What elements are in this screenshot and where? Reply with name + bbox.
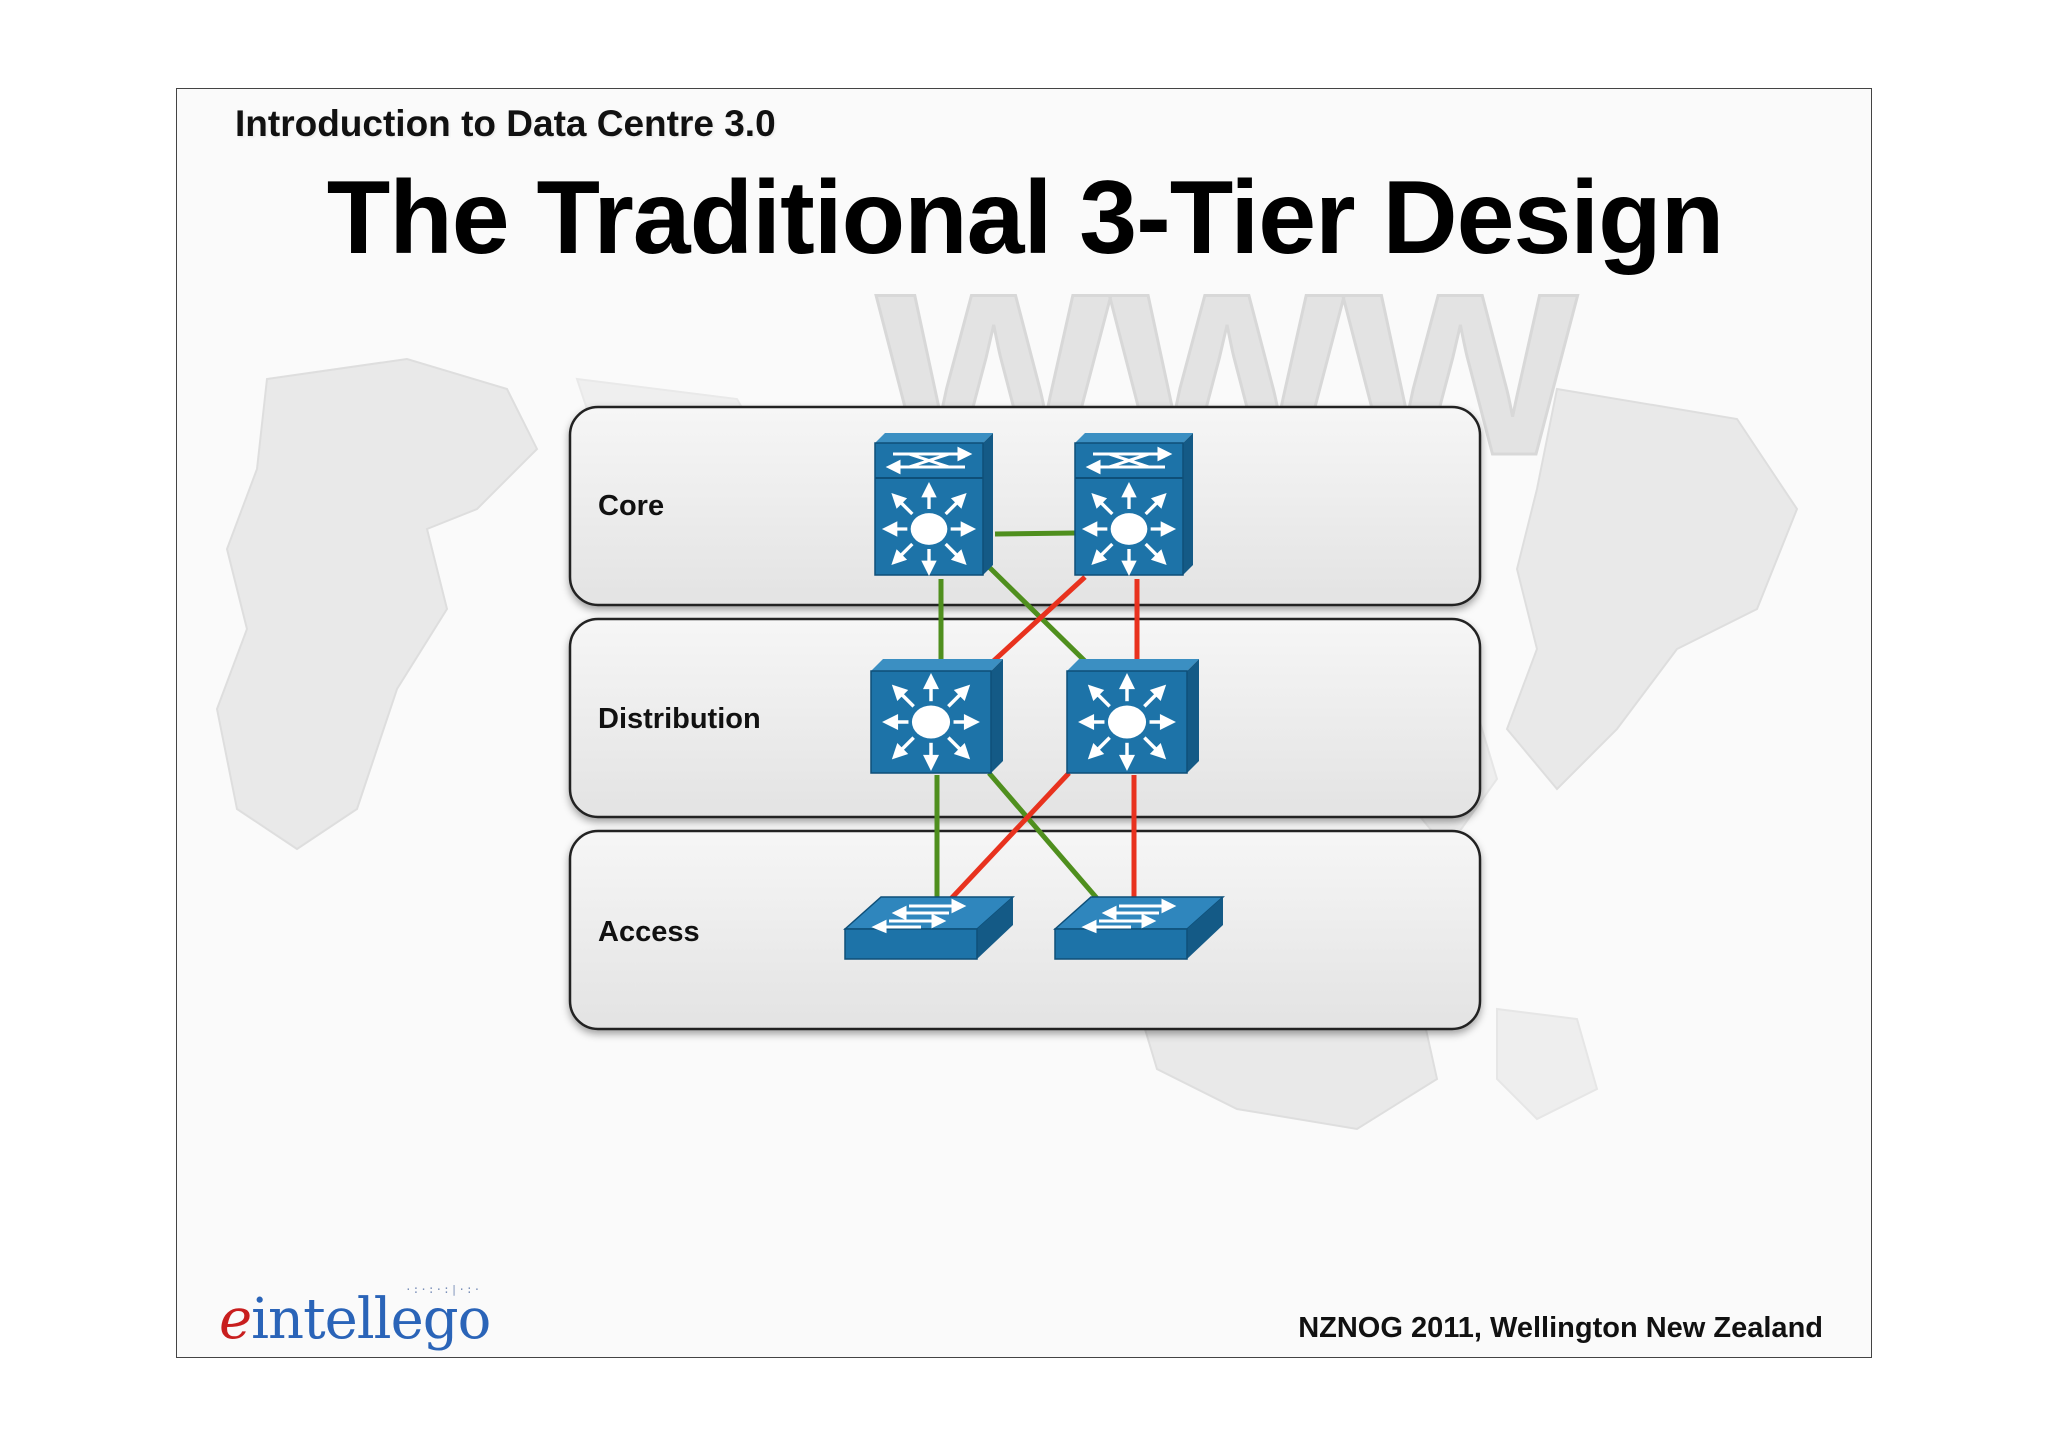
- tier-distribution: Distribution: [568, 617, 1482, 819]
- footer-event-text: NZNOG 2011, Wellington New Zealand: [1298, 1312, 1823, 1344]
- tier-label-core: Core: [598, 490, 664, 522]
- logo-e: e: [219, 1287, 252, 1352]
- tier-label-access: Access: [598, 916, 700, 948]
- layer3-switch-icon: [1066, 659, 1199, 774]
- multilayer-core-switch-icon: [874, 433, 993, 576]
- slide: www Introduction to Data Centre 3.0 The …: [176, 88, 1872, 1358]
- tier-access: Access: [568, 829, 1482, 1031]
- slide-subtitle: Introduction to Data Centre 3.0: [235, 103, 776, 144]
- layer3-switch-icon: [870, 659, 1003, 774]
- workgroup-switch-icon: [1053, 896, 1225, 960]
- link-dist2-acc1: [945, 771, 1071, 905]
- network-links: [934, 530, 1140, 905]
- link-core2-dist1: [985, 575, 1087, 669]
- tier-label-distribution: Distribution: [598, 703, 761, 735]
- link-dist1-acc2: [987, 771, 1103, 905]
- link-core1-core2: [994, 530, 1076, 537]
- tier-core: Core: [568, 405, 1482, 607]
- slide-title: The Traditional 3-Tier Design: [326, 160, 1724, 276]
- eintellego-logo: eintellego ·:·:·:|·:·: [219, 1283, 509, 1352]
- logo-wordmark: intellego: [251, 1287, 491, 1352]
- multilayer-core-switch-icon: [1074, 433, 1193, 576]
- logo-braille-dots: ·:·:·:|·:·: [405, 1283, 482, 1296]
- three-tier-diagram: Core Distribution Access: [568, 405, 1482, 1031]
- workgroup-switch-icon: [843, 896, 1015, 960]
